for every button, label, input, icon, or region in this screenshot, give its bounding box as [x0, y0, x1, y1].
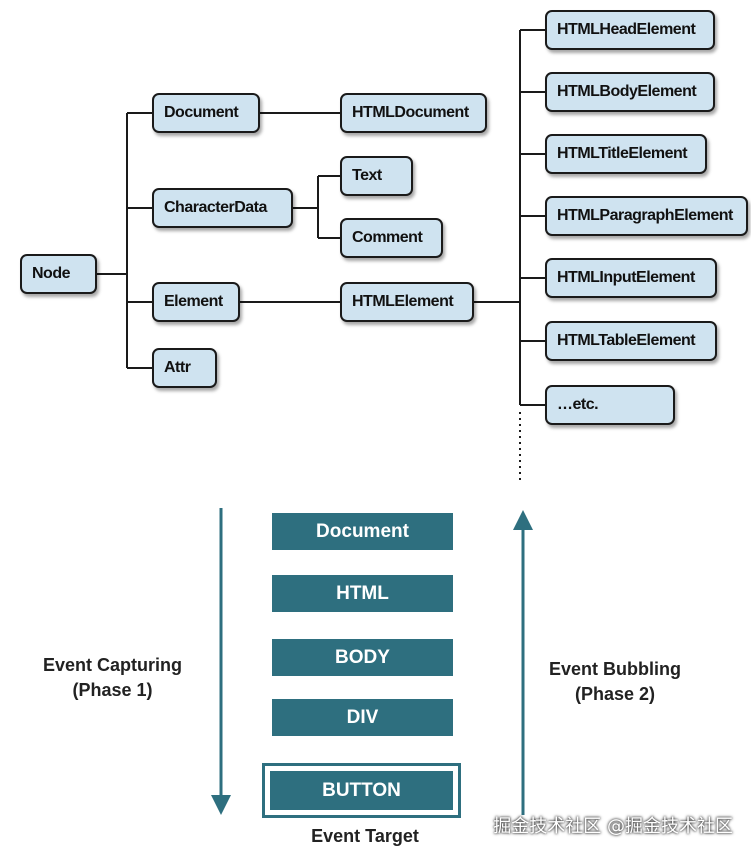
node-root: Node — [20, 254, 97, 294]
layer-body: BODY — [272, 639, 453, 676]
node-htmlelement: HTMLElement — [340, 282, 474, 322]
node-comment: Comment — [340, 218, 443, 258]
capturing-phase: (Phase 1) — [72, 680, 153, 700]
node-document: Document — [152, 93, 260, 133]
node-htmldocument: HTMLDocument — [340, 93, 487, 133]
node-etc: …etc. — [545, 385, 675, 425]
watermark: 掘金技术社区 @掘金技术社区 — [493, 816, 733, 837]
bubbling-label: Event Bubbling (Phase 2) — [530, 657, 700, 707]
bubbling-title: Event Bubbling — [549, 659, 681, 679]
capturing-arrow — [211, 508, 231, 815]
layer-document: Document — [272, 513, 453, 550]
node-htmlbodyelement: HTMLBodyElement — [545, 72, 715, 112]
bubbling-arrow — [513, 510, 533, 815]
node-htmltitleelement: HTMLTitleElement — [545, 134, 707, 174]
target-frame — [262, 763, 461, 818]
node-htmltableelement: HTMLTableElement — [545, 321, 717, 361]
bubbling-phase: (Phase 2) — [574, 684, 656, 704]
node-htmlparagraphelement: HTMLParagraphElement — [545, 196, 748, 236]
node-htmlinputelement: HTMLInputElement — [545, 258, 717, 298]
capturing-label: Event Capturing (Phase 1) — [30, 653, 195, 703]
layer-button: BUTTON — [270, 771, 453, 810]
event-target-label: Event Target — [311, 826, 419, 846]
capturing-title: Event Capturing — [42, 655, 182, 675]
node-characterdata: CharacterData — [152, 188, 293, 228]
node-text: Text — [340, 156, 413, 196]
layer-html: HTML — [272, 575, 453, 612]
node-element: Element — [152, 282, 240, 322]
node-htmlheadelement: HTMLHeadElement — [545, 10, 715, 50]
layer-div: DIV — [272, 699, 453, 736]
node-attr: Attr — [152, 348, 217, 388]
